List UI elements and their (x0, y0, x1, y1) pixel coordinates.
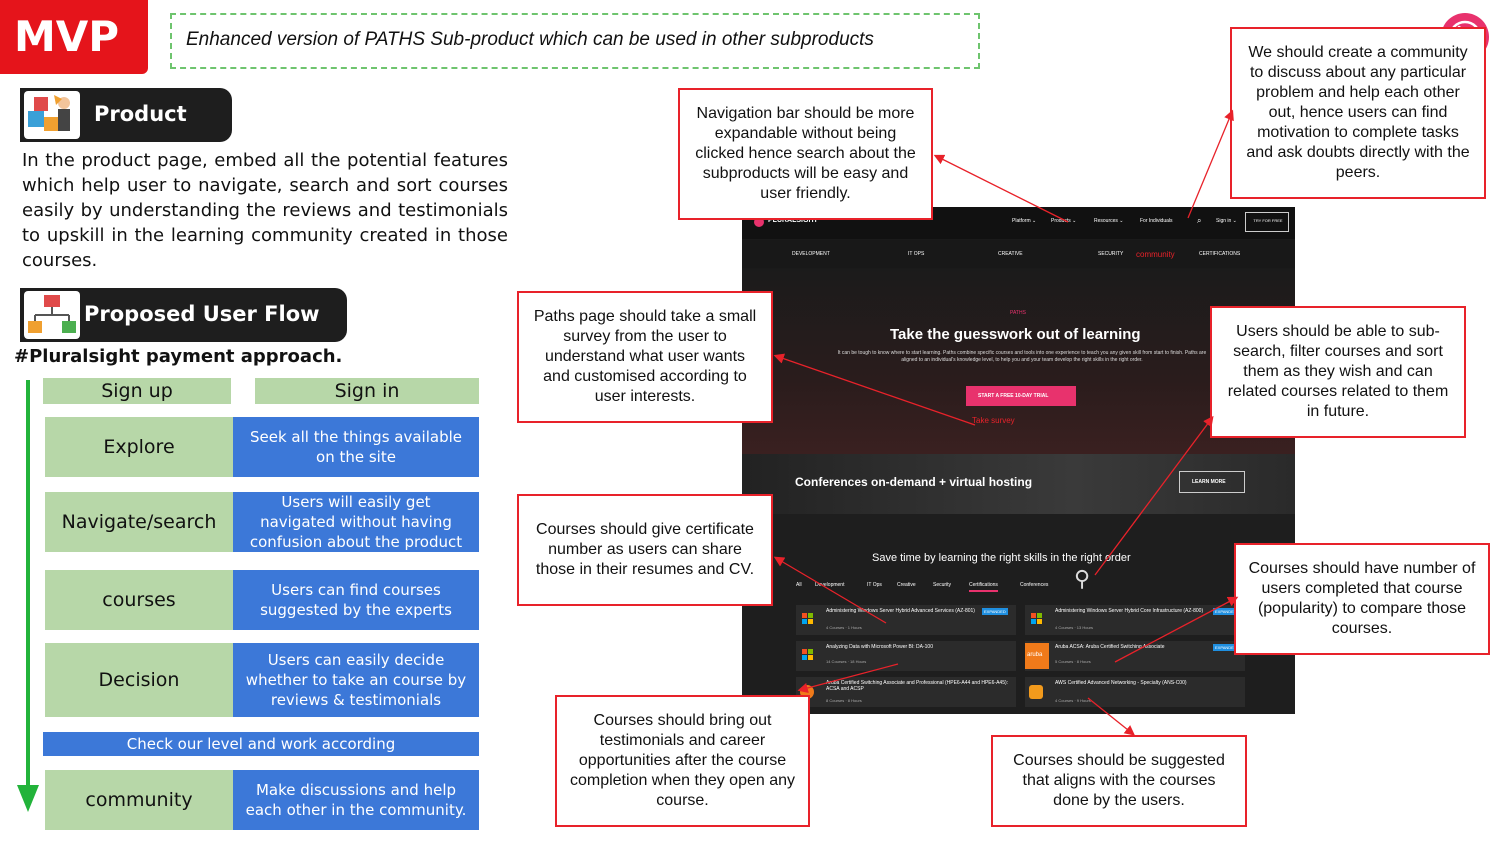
expanded-badge: EXPANDED (982, 608, 1008, 615)
take-survey-label: Take survey (972, 416, 1015, 425)
pluralsight-screenshot: PLURALSIGHT Platform ⌄ Products ⌄ Resour… (742, 207, 1295, 714)
course-card[interactable]: Administering Windows Server Hybrid Core… (1025, 605, 1245, 635)
paths-label: PATHS (1010, 310, 1026, 316)
course-tab-active[interactable]: Certifications (969, 582, 998, 592)
magnifier-icon: ⚲ (1074, 566, 1091, 591)
site-nav-item[interactable]: Resources ⌄ (1094, 218, 1124, 224)
course-card[interactable]: Aruba Certified Switching Associate and … (796, 677, 1016, 707)
flow-detail: Users can easily decide whether to take … (233, 643, 479, 717)
flow-down-arrow-icon (17, 380, 39, 812)
note-community: We should create a community to discuss … (1230, 27, 1486, 199)
user-flow-heading-label: Proposed User Flow (84, 302, 320, 326)
site-search-icon[interactable]: ⌕ (1197, 216, 1202, 225)
note-certificate: Courses should give certificate number a… (517, 494, 773, 606)
flow-stage: Explore (45, 417, 233, 477)
aruba-logo-icon: aruba (1025, 643, 1049, 669)
site-subnav-item[interactable]: DEVELOPMENT (792, 251, 830, 257)
course-card[interactable]: Administering Windows Server Hybrid Adva… (796, 605, 1016, 635)
course-tab[interactable]: IT Ops (867, 582, 882, 588)
site-nav-item[interactable]: Platform ⌄ (1012, 218, 1037, 224)
site-subnav-item[interactable]: SECURITY (1098, 251, 1124, 257)
hero-title: Take the guesswork out of learning (890, 326, 1141, 343)
user-flow-heading: Proposed User Flow (20, 288, 347, 342)
hero-text: It can be tough to know where to start l… (837, 350, 1207, 363)
product-heading: Product (20, 88, 232, 142)
microsoft-logo-icon (1031, 613, 1043, 625)
flow-detail: Users can find courses suggested by the … (233, 570, 479, 630)
pluralsight-small-logo-icon (754, 217, 764, 227)
course-card[interactable]: AWS Certified Advanced Networking - Spec… (1025, 677, 1245, 707)
course-card[interactable]: aruba Aruba ACSA: Aruba Certified Switch… (1025, 641, 1245, 671)
learn-more-button[interactable]: LEARN MORE (1179, 471, 1245, 493)
microsoft-logo-icon (802, 613, 814, 625)
course-tab[interactable]: Creative (897, 582, 916, 588)
site-brand: PLURALSIGHT (768, 217, 818, 224)
note-testimonials: Courses should bring out testimonials an… (555, 695, 810, 827)
site-nav-item[interactable]: Products ⌄ (1051, 218, 1077, 224)
subtitle-banner: Enhanced version of PATHS Sub-product wh… (170, 13, 980, 69)
flow-detail: Seek all the things available on the sit… (233, 417, 479, 477)
flow-detail: Users will easily get navigated without … (233, 492, 479, 552)
flow-stage: Navigate/search (45, 492, 233, 552)
site-subnav-item[interactable]: CREATIVE (998, 251, 1023, 257)
note-popularity: Courses should have number of users comp… (1234, 543, 1490, 655)
mvp-badge: MVP (0, 0, 148, 74)
site-subnav-item[interactable]: IT OPS (908, 251, 925, 257)
hero-trial-button[interactable]: START A FREE 10-DAY TRIAL (966, 386, 1076, 406)
site-subnav-item[interactable]: CERTIFICATIONS (1199, 251, 1241, 257)
flowchart-icon (24, 291, 80, 339)
flow-detail: Make discussions and help each other in … (233, 770, 479, 830)
flow-stage: community (45, 770, 233, 830)
product-heading-label: Product (94, 102, 187, 126)
aws-logo-icon (1029, 685, 1043, 699)
flow-stage: courses (45, 570, 233, 630)
community-label: community (1136, 250, 1175, 259)
course-tab[interactable]: All (796, 582, 802, 588)
flow-stage: Decision (45, 643, 233, 717)
level-bar: Check our level and work according (43, 732, 479, 756)
course-tab[interactable]: Development (815, 582, 845, 588)
site-trial-button[interactable]: TRY FOR FREE (1245, 212, 1289, 232)
note-subsearch: Users should be able to sub-search, filt… (1210, 306, 1466, 438)
sign-up-box: Sign up (43, 378, 231, 404)
site-nav-item[interactable]: Sign in ⌄ (1216, 218, 1237, 224)
course-card[interactable]: Analyzing Data with Microsoft Power BI: … (796, 641, 1016, 671)
course-tab[interactable]: Conferences (1020, 582, 1049, 588)
note-suggested: Courses should be suggested that aligns … (991, 735, 1247, 827)
payment-approach-note: #Pluralsight payment approach. (14, 346, 343, 367)
microsoft-logo-icon (802, 649, 814, 661)
save-time-heading: Save time by learning the right skills i… (872, 552, 1131, 564)
product-description: In the product page, embed all the poten… (22, 150, 508, 271)
sign-in-box: Sign in (255, 378, 479, 404)
conference-title: Conferences on-demand + virtual hosting (795, 475, 1033, 489)
note-survey: Paths page should take a small survey fr… (517, 291, 773, 423)
note-navigation: Navigation bar should be more expandable… (678, 88, 933, 220)
puzzle-people-icon (24, 91, 80, 139)
course-tab[interactable]: Security (933, 582, 952, 588)
site-nav-item[interactable]: For Individuals (1140, 218, 1173, 224)
